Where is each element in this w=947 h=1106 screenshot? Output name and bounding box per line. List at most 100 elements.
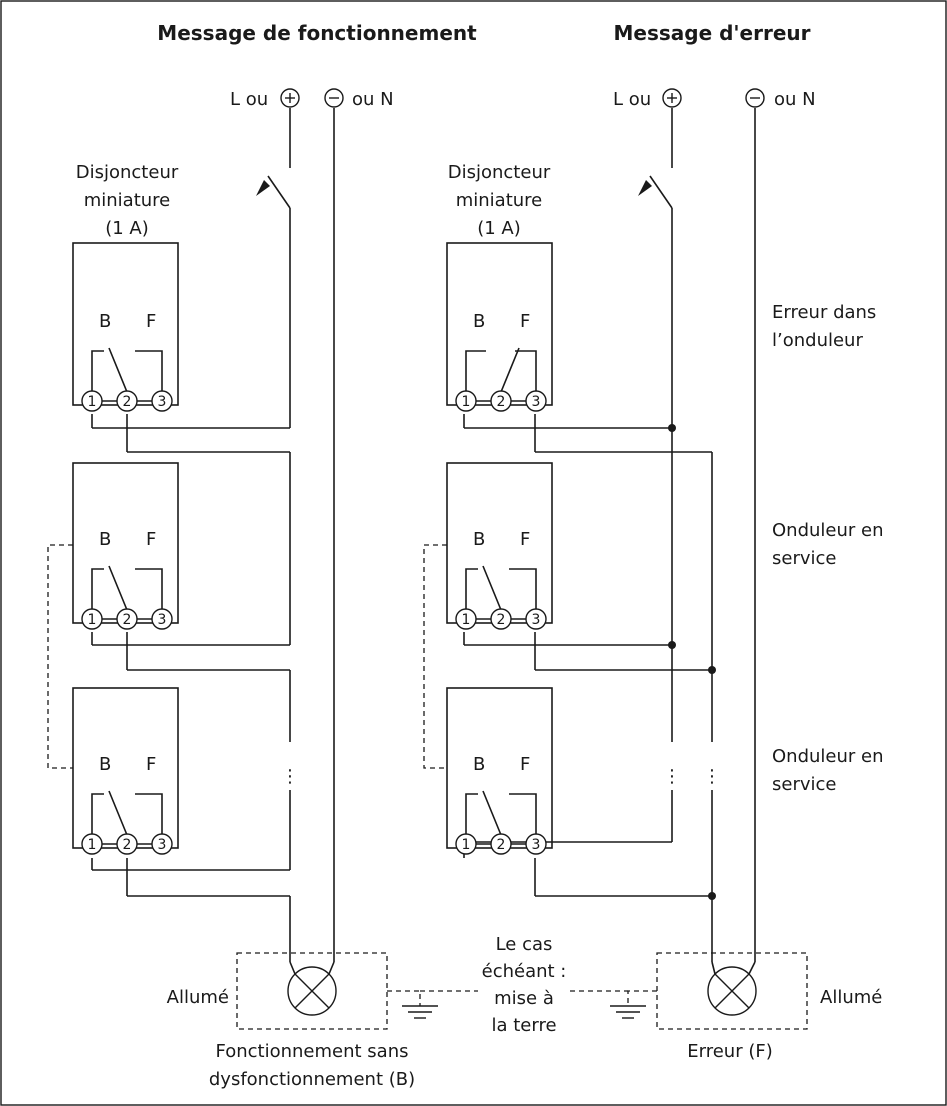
contact-f-label: F <box>520 311 530 332</box>
right-breaker-line1: Disjoncteur <box>448 162 551 183</box>
contact-f-label: F <box>520 529 530 550</box>
svg-text:⋮: ⋮ <box>663 766 681 787</box>
right-breaker-line3: (1 A) <box>477 218 521 239</box>
right-lamp-caption: Erreur (F) <box>687 1041 772 1062</box>
left-relay-1: B F 1 2 3 <box>72 242 179 412</box>
terminal-2-icon <box>116 390 138 412</box>
terminal-1-icon <box>81 833 103 855</box>
terminal-3-label: 3 <box>158 394 167 410</box>
ground-note-line4: la terre <box>491 1015 556 1036</box>
terminal-2-icon <box>490 390 512 412</box>
right-lamp-assembly: Allumé Erreur (F) <box>656 952 882 1062</box>
terminal-1-icon <box>455 608 477 630</box>
terminal-1-label: 1 <box>88 394 97 410</box>
left-supply-labels: L ou ou N <box>230 88 394 110</box>
ground-note-line1: Le cas <box>496 934 553 955</box>
terminal-3-icon <box>151 608 173 630</box>
terminal-2-label: 2 <box>497 394 506 410</box>
terminal-1-icon <box>455 833 477 855</box>
terminal-3-label: 3 <box>158 612 167 628</box>
left-lamp-caption-line2: dysfonctionnement (B) <box>209 1069 415 1090</box>
status-error-line2: l’onduleur <box>772 330 863 351</box>
right-breaker-label: Disjoncteur miniature (1 A) <box>448 162 551 239</box>
left-breaker-line1: Disjoncteur <box>76 162 179 183</box>
terminal-2-icon <box>490 608 512 630</box>
terminal-2-label: 2 <box>123 612 132 628</box>
left-relay-dashed-links <box>47 544 73 769</box>
terminal-3-icon <box>525 608 547 630</box>
grounding: Le cas échéant : mise à la terre <box>387 934 657 1036</box>
right-wiring: ⋮ ⋮ <box>463 108 756 962</box>
terminal-1-label: 1 <box>462 837 471 853</box>
terminal-2-label: 2 <box>497 612 506 628</box>
svg-text:⋮: ⋮ <box>703 766 721 787</box>
right-phase-label: L ou <box>613 89 651 110</box>
terminal-3-label: 3 <box>158 837 167 853</box>
contact-b-label: B <box>473 754 485 775</box>
left-relay-2: B F 1 2 3 <box>72 462 179 630</box>
terminal-2-label: 2 <box>497 837 506 853</box>
left-lamp-enclosure <box>236 952 388 1030</box>
terminal-1-label: 1 <box>88 612 97 628</box>
terminal-2-icon <box>490 833 512 855</box>
status-error-line1: Erreur dans <box>772 302 876 323</box>
terminal-2-icon <box>116 833 138 855</box>
right-supply-labels: L ou ou N <box>613 88 816 110</box>
right-relay-2: B F 1 2 3 <box>446 462 553 630</box>
right-relay-dashed-links <box>423 544 447 769</box>
right-neutral-label: ou N <box>774 89 816 110</box>
left-breaker-line2: miniature <box>84 190 171 211</box>
terminal-1-label: 1 <box>462 612 471 628</box>
terminal-3-icon <box>525 833 547 855</box>
terminal-2-label: 2 <box>123 394 132 410</box>
contact-f-label: F <box>146 529 156 550</box>
terminal-1-label: 1 <box>88 837 97 853</box>
contact-b-label: B <box>99 529 111 550</box>
right-status-labels: Erreur dans l’onduleur Onduleur en servi… <box>772 302 884 795</box>
right-breaker-switch-icon <box>649 175 673 209</box>
left-breaker-line3: (1 A) <box>105 218 149 239</box>
right-relay-3: B F 1 2 3 <box>446 687 553 855</box>
contact-f-label: F <box>520 754 530 775</box>
svg-text:⋮: ⋮ <box>281 766 299 787</box>
terminal-3-label: 3 <box>532 612 541 628</box>
terminal-1-icon <box>81 608 103 630</box>
left-phase-label: L ou <box>230 89 268 110</box>
terminal-1-icon <box>81 390 103 412</box>
terminal-3-label: 3 <box>532 837 541 853</box>
terminal-3-icon <box>151 833 173 855</box>
status-service2-line1: Onduleur en <box>772 746 884 767</box>
left-breaker-label: Disjoncteur miniature (1 A) <box>76 162 179 239</box>
contact-f-label: F <box>146 311 156 332</box>
terminal-3-icon <box>151 390 173 412</box>
terminal-1-label: 1 <box>462 394 471 410</box>
ground-note-line2: échéant : <box>482 961 567 982</box>
contact-f-label: F <box>146 754 156 775</box>
contact-b-label: B <box>473 311 485 332</box>
title-error-message: Message d'erreur <box>613 21 810 45</box>
terminal-1-icon <box>455 390 477 412</box>
status-service2-line2: service <box>772 774 836 795</box>
terminal-3-icon <box>525 390 547 412</box>
terminal-2-icon <box>116 608 138 630</box>
left-breaker-switch-icon <box>267 175 291 209</box>
status-service1-line1: Onduleur en <box>772 520 884 541</box>
left-lamp-caption-line1: Fonctionnement sans <box>216 1041 409 1062</box>
left-lamp-state: Allumé <box>167 987 229 1008</box>
status-service1-line2: service <box>772 548 836 569</box>
left-neutral-label: ou N <box>352 89 394 110</box>
left-wiring: ⋮ <box>91 108 335 962</box>
ground-note-line3: mise à <box>494 988 554 1009</box>
left-lamp-assembly: Allumé Fonctionnement sans dysfonctionne… <box>167 952 415 1090</box>
contact-b-label: B <box>99 311 111 332</box>
right-lamp-state: Allumé <box>820 987 882 1008</box>
terminal-2-label: 2 <box>123 837 132 853</box>
title-operation-message: Message de fonctionnement <box>157 21 477 45</box>
contact-b-label: B <box>473 529 485 550</box>
